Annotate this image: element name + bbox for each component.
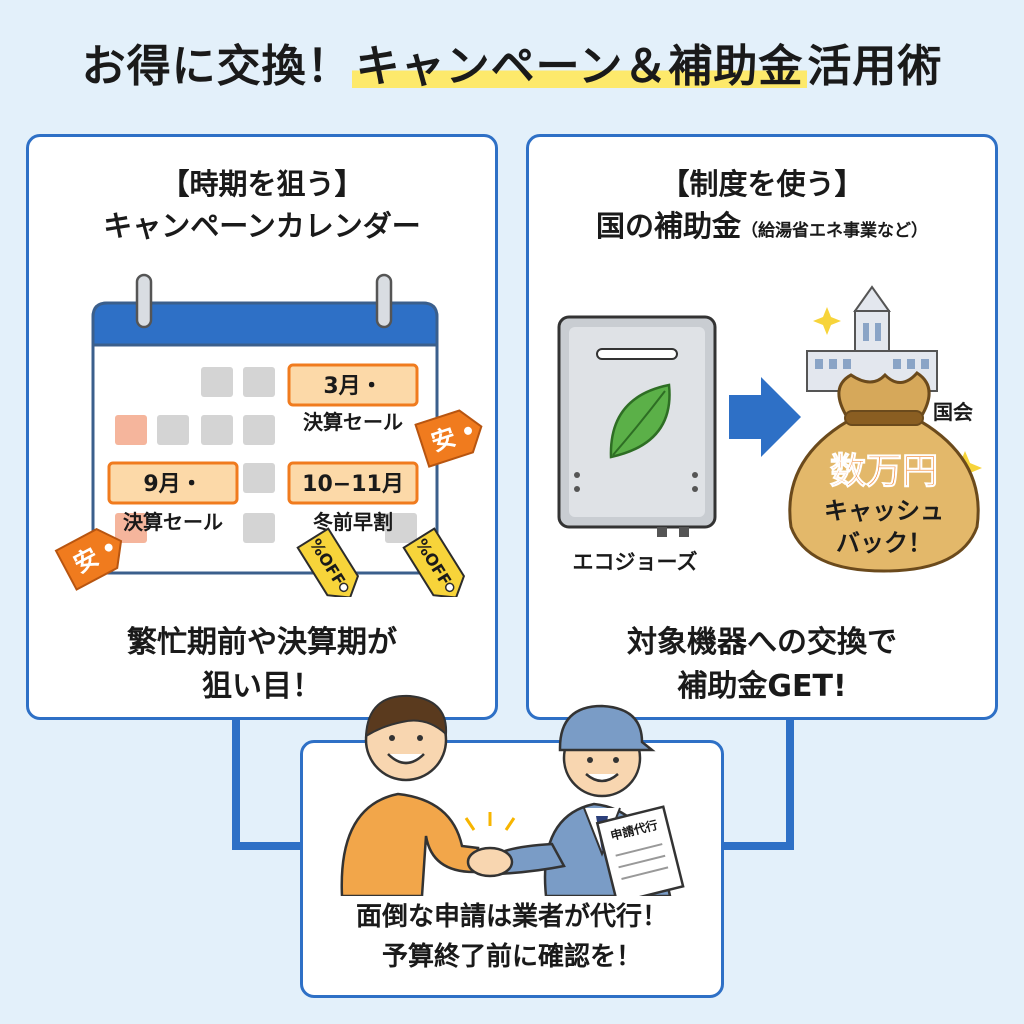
campaign-calendar-panel: 【時期を狙う】 キャンペーンカレンダー 3月・ 決算セール 9月・ 決算セール [26, 134, 498, 720]
march-sale-label: 決算セール [303, 410, 403, 434]
bag-amount: 数万円 [830, 451, 938, 492]
calendar-grid [115, 367, 417, 543]
sept-sale-box [107, 461, 239, 505]
eco-device-label: エコジョーズ [573, 550, 698, 574]
bottom-footer-1: 面倒な申請は業者が代行！ [355, 902, 668, 932]
title-part3: 活用術 [807, 41, 943, 92]
application-document-icon: 申請代行 [595, 805, 685, 896]
connector-left-horizontal [232, 842, 304, 850]
connector-left-vertical [232, 718, 240, 848]
calendar-header [91, 301, 439, 347]
eco-water-heater-icon [557, 315, 717, 537]
customer-figure [340, 694, 480, 896]
march-month-label: 3月・ [323, 374, 382, 399]
sept-month-label: 9月・ [143, 472, 202, 497]
right-arrow-icon [729, 377, 801, 457]
sparkle-icon-1 [813, 307, 841, 335]
spark-lines-icon [464, 812, 516, 831]
calendar-ring-right [375, 273, 393, 329]
connector-right-vertical [786, 718, 794, 848]
bottom-footer-2: 予算終了前に確認を！ [381, 942, 642, 972]
cap-icon [558, 704, 656, 752]
page-title: お得に交換！キャンペーン＆補助金活用術 [0, 30, 1024, 94]
title-highlight: キャンペーン＆補助金 [351, 41, 808, 92]
sept-sale-label: 決算セール [123, 510, 223, 534]
right-heading-note: （給湯省エネ事業など） [741, 221, 928, 241]
handshake-icon [466, 846, 514, 878]
campaign-calendar-illustration: 3月・ 決算セール 9月・ 決算セール 10−11月 冬前早割 安 安 %OFF [54, 273, 483, 597]
subsidy-panel: 【制度を使う】 国の補助金（給湯省エネ事業など） エコジョーズ [526, 134, 998, 720]
right-footer-1: 対象機器への交換で [627, 625, 897, 660]
oct-nov-box [287, 461, 419, 505]
right-heading-1: 【制度を使う】 [660, 167, 864, 201]
cheap-tag-right: 安 [414, 409, 483, 468]
handshake-illustration: 申請代行 [340, 694, 685, 896]
left-heading-2: キャンペーンカレンダー [103, 209, 421, 243]
building-label: 国会 [933, 400, 973, 424]
left-footer-2: 狙い目！ [202, 669, 322, 704]
connector-right-horizontal [720, 842, 794, 850]
money-bag-icon [788, 371, 980, 573]
bag-line-3: バック！ [836, 529, 932, 557]
subsidy-illustration: エコジョーズ 国会 数万円 キャッシュ バック！ [557, 285, 982, 574]
left-footer-1: 繁忙期前や決算期が [127, 625, 397, 660]
cheap-tag-left: 安 [54, 528, 123, 591]
right-heading-2: 国の補助金（給湯省エネ事業など） [529, 203, 995, 245]
title-part1: お得に交換！ [81, 41, 352, 92]
oct-nov-month-label: 10−11月 [302, 472, 404, 497]
bag-line-2: キャッシュ [824, 497, 944, 525]
left-heading-1: 【時期を狙う】 [160, 167, 364, 201]
calendar-ring-left [135, 273, 153, 329]
march-sale-box [287, 363, 419, 407]
right-heading-main: 国の補助金 [595, 209, 741, 243]
right-footer-2: 補助金GET! [677, 669, 847, 704]
